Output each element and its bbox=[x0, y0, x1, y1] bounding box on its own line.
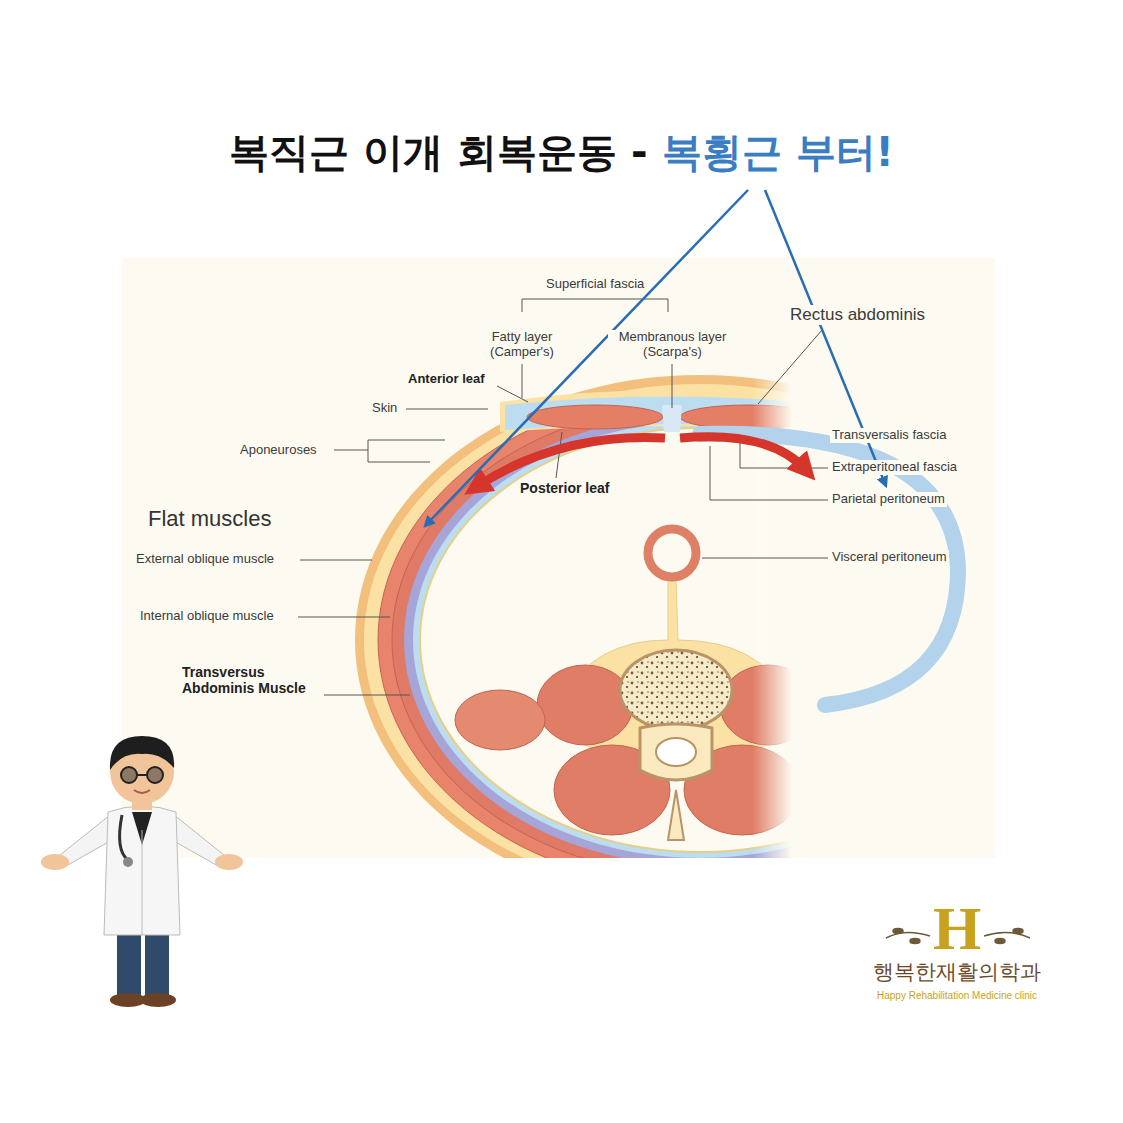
layer-label: Membranous layer (Scarpa's) bbox=[608, 330, 737, 360]
logo-subtitle: Happy Rehabilitation Medicine clinic bbox=[875, 990, 1039, 1002]
heading-row: 복직근 이개 회복운동 - 복횡근 부터! bbox=[0, 128, 1123, 176]
sheath-label: Anterior leaf bbox=[406, 372, 487, 387]
fascia-label: Superficial fascia bbox=[544, 277, 646, 292]
muscle-label: Transversus Abdominis Muscle bbox=[180, 664, 324, 696]
sheath-label: Posterior leaf bbox=[518, 480, 611, 496]
peritoneum-label: Parietal peritoneum bbox=[830, 492, 947, 507]
tension-arrow bbox=[680, 437, 806, 470]
leader-lines bbox=[298, 299, 828, 695]
fascia-label: Transversalis fascia bbox=[830, 428, 948, 443]
layer-label: Aponeuroses bbox=[238, 443, 319, 458]
heading: 복직근 이개 회복운동 - bbox=[229, 128, 647, 176]
muscle-label: Internal oblique muscle bbox=[138, 609, 276, 624]
group-heading: Flat muscles bbox=[146, 506, 273, 531]
pointer-arrow bbox=[425, 190, 748, 526]
heading-highlight: 복횡근 부터! bbox=[662, 128, 894, 176]
layer-label: Fatty layer (Camper's) bbox=[480, 330, 564, 360]
peritoneum-label: Visceral peritoneum bbox=[830, 550, 949, 565]
doctor-figure bbox=[41, 736, 243, 1007]
muscle-label: Rectus abdominis bbox=[788, 305, 927, 325]
logo-name: 행복한재활의학과 bbox=[871, 960, 1043, 984]
layer-label: Skin bbox=[370, 401, 399, 416]
fascia-label: Extraperitoneal fascia bbox=[830, 460, 959, 475]
muscle-label: External oblique muscle bbox=[134, 552, 276, 567]
abdomen-section bbox=[355, 375, 995, 858]
illustration-ground bbox=[122, 258, 995, 858]
logo-mark: H bbox=[931, 893, 983, 964]
